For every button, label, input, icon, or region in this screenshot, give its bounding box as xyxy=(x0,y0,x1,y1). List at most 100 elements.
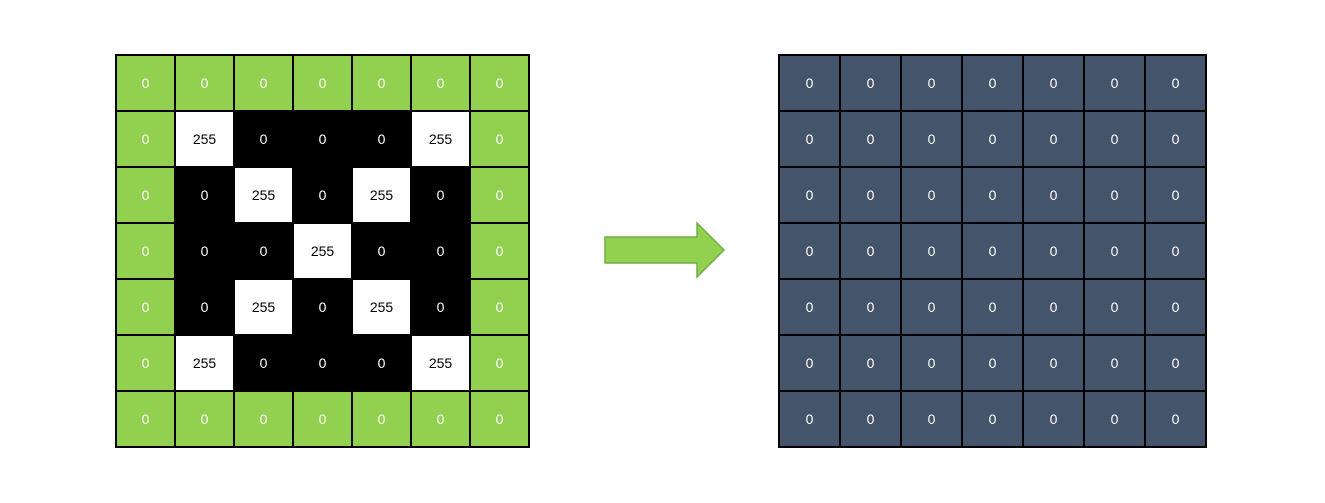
pixel-cell: 0 xyxy=(176,56,235,112)
pixel-cell: 0 xyxy=(1085,224,1146,280)
pixel-cell: 0 xyxy=(1085,280,1146,336)
pixel-cell: 0 xyxy=(353,56,412,112)
pixel-cell: 0 xyxy=(841,280,902,336)
pixel-cell: 0 xyxy=(1085,392,1146,448)
pixel-cell: 0 xyxy=(353,392,412,448)
pixel-cell: 0 xyxy=(294,392,353,448)
pixel-cell: 0 xyxy=(841,112,902,168)
pixel-cell: 255 xyxy=(235,168,294,224)
pixel-cell: 255 xyxy=(353,168,412,224)
pixel-cell: 0 xyxy=(1085,168,1146,224)
pixel-cell: 0 xyxy=(780,112,841,168)
pixel-cell: 0 xyxy=(1085,56,1146,112)
pixel-cell: 0 xyxy=(1146,112,1207,168)
pixel-cell: 0 xyxy=(1024,112,1085,168)
pixel-cell: 255 xyxy=(412,336,471,392)
pixel-cell: 0 xyxy=(1024,336,1085,392)
pixel-cell: 0 xyxy=(1146,336,1207,392)
pixel-cell: 0 xyxy=(902,392,963,448)
pixel-cell: 0 xyxy=(294,280,353,336)
pixel-cell: 0 xyxy=(117,336,176,392)
pixel-cell: 255 xyxy=(294,224,353,280)
pixel-cell: 0 xyxy=(1146,56,1207,112)
pixel-cell: 0 xyxy=(780,168,841,224)
pixel-cell: 0 xyxy=(780,392,841,448)
pixel-cell: 0 xyxy=(1024,168,1085,224)
pixel-cell: 255 xyxy=(412,112,471,168)
pixel-cell: 0 xyxy=(353,224,412,280)
pixel-cell: 0 xyxy=(841,392,902,448)
pixel-cell: 0 xyxy=(176,224,235,280)
pixel-cell: 0 xyxy=(117,56,176,112)
pixel-cell: 0 xyxy=(117,280,176,336)
pixel-cell: 0 xyxy=(902,336,963,392)
pixel-cell: 0 xyxy=(902,168,963,224)
pixel-cell: 0 xyxy=(412,224,471,280)
pixel-cell: 0 xyxy=(1085,112,1146,168)
pixel-cell: 0 xyxy=(412,56,471,112)
pixel-cell: 0 xyxy=(841,224,902,280)
pixel-cell: 0 xyxy=(235,112,294,168)
pixel-cell: 0 xyxy=(841,168,902,224)
pixel-cell: 255 xyxy=(353,280,412,336)
pixel-cell: 0 xyxy=(902,224,963,280)
pixel-cell: 0 xyxy=(294,112,353,168)
pixel-cell: 0 xyxy=(235,392,294,448)
pixel-cell: 0 xyxy=(471,112,530,168)
pixel-cell: 0 xyxy=(1146,280,1207,336)
pixel-cell: 0 xyxy=(471,56,530,112)
pixel-cell: 0 xyxy=(902,56,963,112)
pixel-cell: 0 xyxy=(841,56,902,112)
pixel-cell: 0 xyxy=(780,280,841,336)
pixel-cell: 0 xyxy=(902,280,963,336)
pixel-cell: 0 xyxy=(471,280,530,336)
pixel-cell: 0 xyxy=(1024,224,1085,280)
pixel-cell: 0 xyxy=(294,168,353,224)
pixel-cell: 0 xyxy=(841,336,902,392)
pixel-cell: 0 xyxy=(1024,392,1085,448)
pixel-cell: 0 xyxy=(471,336,530,392)
pixel-cell: 0 xyxy=(1085,336,1146,392)
pixel-cell: 0 xyxy=(963,56,1024,112)
pixel-cell: 0 xyxy=(176,392,235,448)
pixel-cell: 0 xyxy=(353,112,412,168)
pixel-cell: 0 xyxy=(235,56,294,112)
pixel-cell: 0 xyxy=(235,224,294,280)
pixel-cell: 0 xyxy=(471,392,530,448)
pixel-cell: 0 xyxy=(963,112,1024,168)
pixel-cell: 0 xyxy=(1024,280,1085,336)
pixel-cell: 255 xyxy=(176,112,235,168)
pixel-cell: 0 xyxy=(294,336,353,392)
pixel-cell: 0 xyxy=(471,168,530,224)
pixel-cell: 0 xyxy=(412,392,471,448)
pixel-cell: 0 xyxy=(176,280,235,336)
pixel-cell: 0 xyxy=(963,168,1024,224)
pixel-cell: 0 xyxy=(117,112,176,168)
pixel-cell: 255 xyxy=(176,336,235,392)
pixel-cell: 0 xyxy=(412,168,471,224)
arrow-shape xyxy=(604,221,726,279)
pixel-cell: 0 xyxy=(780,56,841,112)
pixel-cell: 255 xyxy=(235,280,294,336)
pixel-cell: 0 xyxy=(471,224,530,280)
pixel-cell: 0 xyxy=(1024,56,1085,112)
pixel-cell: 0 xyxy=(353,336,412,392)
right-arrow-icon xyxy=(604,221,726,279)
pixel-cell: 0 xyxy=(780,224,841,280)
pixel-cell: 0 xyxy=(117,392,176,448)
pixel-cell: 0 xyxy=(780,336,841,392)
pixel-cell: 0 xyxy=(117,168,176,224)
pixel-cell: 0 xyxy=(235,336,294,392)
pixel-cell: 0 xyxy=(963,336,1024,392)
pixel-cell: 0 xyxy=(176,168,235,224)
pixel-cell: 0 xyxy=(963,280,1024,336)
pixel-cell: 0 xyxy=(117,224,176,280)
pixel-cell: 0 xyxy=(902,112,963,168)
pixel-cell: 0 xyxy=(963,392,1024,448)
pixel-cell: 0 xyxy=(1146,224,1207,280)
pixel-cell: 0 xyxy=(412,280,471,336)
pixel-cell: 0 xyxy=(963,224,1024,280)
pixel-cell: 0 xyxy=(1146,168,1207,224)
